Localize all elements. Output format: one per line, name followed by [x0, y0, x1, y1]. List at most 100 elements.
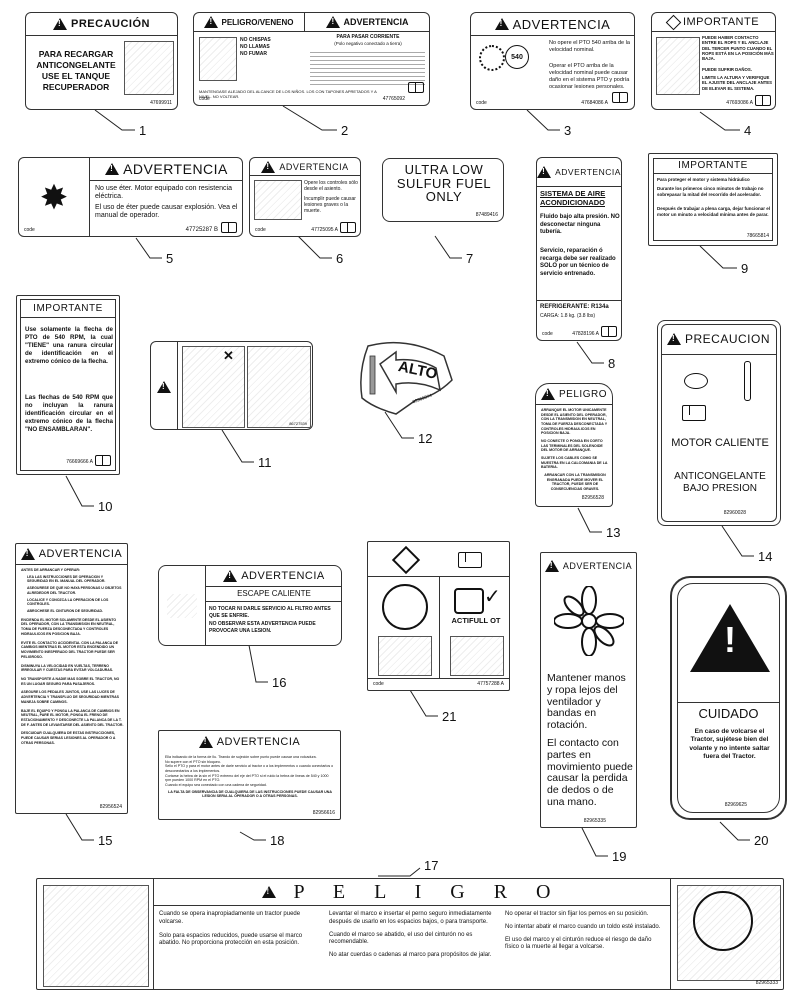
decal-7-pn: 87489416 [475, 212, 498, 218]
decal-19-text2: El contacto con partes en movimiento pue… [547, 737, 633, 808]
decal-2-header-right: ADVERTENCIA [343, 17, 409, 27]
fan-blades-icon [554, 586, 624, 656]
decal-8-header: ADVERTENCIA [555, 167, 621, 177]
decal-16-escape-caliente: ADVERTENCIA ESCAPE CALIENTE NO TOCAR NI … [158, 565, 342, 646]
decal-7-text: ULTRA LOW SULFUR FUEL ONLY [396, 162, 492, 205]
decal-8-title: SISTEMA DE AIRE ACONDICIONADO [540, 189, 606, 207]
decal-11-pictorial: ✕ 86727539 [150, 341, 313, 430]
decal-11-warning-panel [151, 342, 178, 429]
decal-20-title: CUIDADO [698, 706, 759, 721]
decal-9-text0: Para proteger el motor y sistema hidrául… [657, 177, 750, 182]
decal-2-peligro-veneno: PELIGRO/VENENO ADVERTENCIA NO CHISPAS NO… [193, 12, 430, 106]
pto-gear-icon [479, 45, 505, 71]
tractor-run-over-icon [254, 180, 302, 220]
callout-6: 6 [336, 251, 344, 266]
callout-16: 16 [272, 675, 287, 690]
decal-13-pn: 82956528 [581, 495, 604, 501]
decal-17-peligro-marco: P E L I G R O Cuando se opera inapropiad… [36, 878, 784, 990]
decal-5-header: ADVERTENCIA [123, 161, 228, 177]
decal-21-label: ACTIFULL OT [451, 616, 501, 625]
decal-8-code: code [542, 331, 553, 337]
decal-15-items: ANTES DE ARRANCAR Y OPERAR: LEA LAS INST… [21, 568, 124, 745]
decal-4-text2: PUEDE SUFRIR DAÑOS. [702, 67, 752, 72]
decal-4-importante-rops: IMPORTANTE PUEDE HABER CONTACTO ENTRE EL… [651, 12, 776, 110]
decal-10-pn: 76669666 A [66, 459, 93, 465]
decal-3-header: ADVERTENCIA [512, 16, 611, 32]
decal-7-ulsd: ULTRA LOW SULFUR FUEL ONLY 87489416 [382, 158, 504, 222]
decal-11-pn: 86727539 [289, 421, 307, 426]
callout-9: 9 [741, 261, 749, 276]
decal-1-header: PRECAUCIÓN [71, 18, 150, 30]
decal-21-actifull: ✓ ACTIFULL OT code 47757288 A [367, 541, 510, 691]
decal-5-text1: No use éter. Motor equipado con resisten… [95, 185, 232, 201]
decal-15-advertencia-general: ADVERTENCIA ANTES DE ARRANCAR Y OPERAR: … [15, 543, 128, 814]
decal-8-aire-acondicionado: ADVERTENCIA SISTEMA DE AIRE ACONDICIONAD… [536, 157, 622, 341]
alto-arrow-shape [360, 341, 453, 415]
callout-3: 3 [564, 123, 572, 138]
decal-9-header: IMPORTANTE [678, 160, 748, 171]
prohibited-rops-icon [677, 885, 781, 981]
large-warning-mark: ! [724, 619, 736, 660]
decal-13-peligro-arranque: PELIGRO ARRANQUE EL MOTOR UNICAMENTE DES… [535, 383, 613, 507]
decal-6-pn: 47725095 A [311, 227, 338, 233]
decal-2-pn: 47765092 [382, 96, 405, 102]
warning-triangle-icon [204, 16, 219, 28]
callout-17: 17 [424, 858, 439, 873]
manual-book-icon [755, 95, 771, 106]
decal-14-header: PRECAUCION [684, 332, 770, 346]
decal-18-pn: 82956616 [312, 810, 335, 816]
decal-3-text2: Operar el PTO arriba de la velocidad nom… [549, 63, 630, 90]
callout-5: 5 [166, 251, 174, 266]
decal-1-text: PARA RECARGAR ANTICONGELANTE USE EL TANQ… [36, 49, 116, 93]
decal-9-importante-motor: IMPORTANTE Para proteger el motor y sist… [648, 153, 778, 246]
decal-16-header: ADVERTENCIA [241, 570, 325, 582]
fan-hand-icon [549, 581, 629, 661]
decal-21-code: code [373, 681, 384, 687]
decal-4-pn: 47693086 A [726, 100, 753, 106]
decal-2-left-items: NO CHISPAS NO LLAMAS NO FUMAR [240, 37, 271, 57]
warning-triangle-icon [494, 18, 509, 30]
callout-18: 18 [270, 833, 285, 848]
callout-4: 4 [744, 123, 752, 138]
decal-6-code: code [255, 227, 266, 233]
decal-2-footer: MANTENGASE ALEJADO DEL ALCANCE DE LOS NI… [199, 89, 377, 99]
decal-16-title: ESCAPE CALIENTE [205, 587, 341, 602]
decal-10-importante-flecha: IMPORTANTE Use solamente la flecha de PT… [16, 295, 120, 475]
decal-6-text1: Opere los controles sólo desde el asient… [304, 180, 358, 192]
manual-book-icon [340, 222, 356, 233]
decal-1-pn: 47699911 [150, 100, 172, 106]
manual-book-icon [682, 405, 706, 421]
decal-13-header: PELIGRO [559, 388, 607, 400]
warning-triangle-icon [666, 333, 681, 345]
decal-18-advertencia-pto: ADVERTENCIA Ella indicando de la forma d… [158, 730, 341, 820]
warning-triangle-icon [157, 380, 171, 393]
decal-8-pn: 47828196 A [572, 331, 599, 337]
decal-2-sub: PARA PASAR CORRIENTE [336, 34, 400, 40]
decal-8-refrig: REFRIGERANTE: R134a [540, 304, 609, 310]
callout-8: 8 [608, 356, 616, 371]
decal-19-pn: 82965335 [583, 818, 606, 824]
decal-17-col3: No operar el tractor sin fijar los perno… [505, 911, 661, 951]
manual-book-icon [221, 222, 237, 233]
explosion-icon: ✸ [19, 158, 90, 236]
warning-triangle-icon [261, 886, 281, 898]
decal-8-carga: CARGA: 1.8 kg. (3.8 lbs) [540, 313, 596, 319]
callout-20: 20 [754, 833, 769, 848]
engine-coolant-icon [684, 373, 708, 389]
operator-seated-icon [247, 346, 311, 428]
decal-6-header: ADVERTENCIA [279, 161, 349, 172]
decal-2-steps [310, 49, 425, 85]
callout-12: 12 [418, 431, 433, 446]
decal-17-header: P E L I G R O [293, 880, 563, 903]
decal-9-text1: Durante los primeros cinco minutos de tr… [657, 186, 764, 197]
decal-17-col1: Cuando se opera inapropiadamente un trac… [159, 911, 303, 947]
decal-21-pn: 47757288 A [477, 681, 504, 687]
manual-book-icon [601, 326, 617, 337]
decal-5-pn: 47725287 B [185, 227, 218, 233]
decal-1-precaucion: PRECAUCIÓN PARA RECARGAR ANTICONGELANTE … [25, 12, 178, 110]
operator-no-stand-icon [182, 346, 245, 428]
callout-2: 2 [341, 123, 349, 138]
decal-18-header: ADVERTENCIA [216, 736, 301, 748]
warning-triangle-icon [544, 560, 559, 572]
callout-21: 21 [442, 709, 457, 724]
